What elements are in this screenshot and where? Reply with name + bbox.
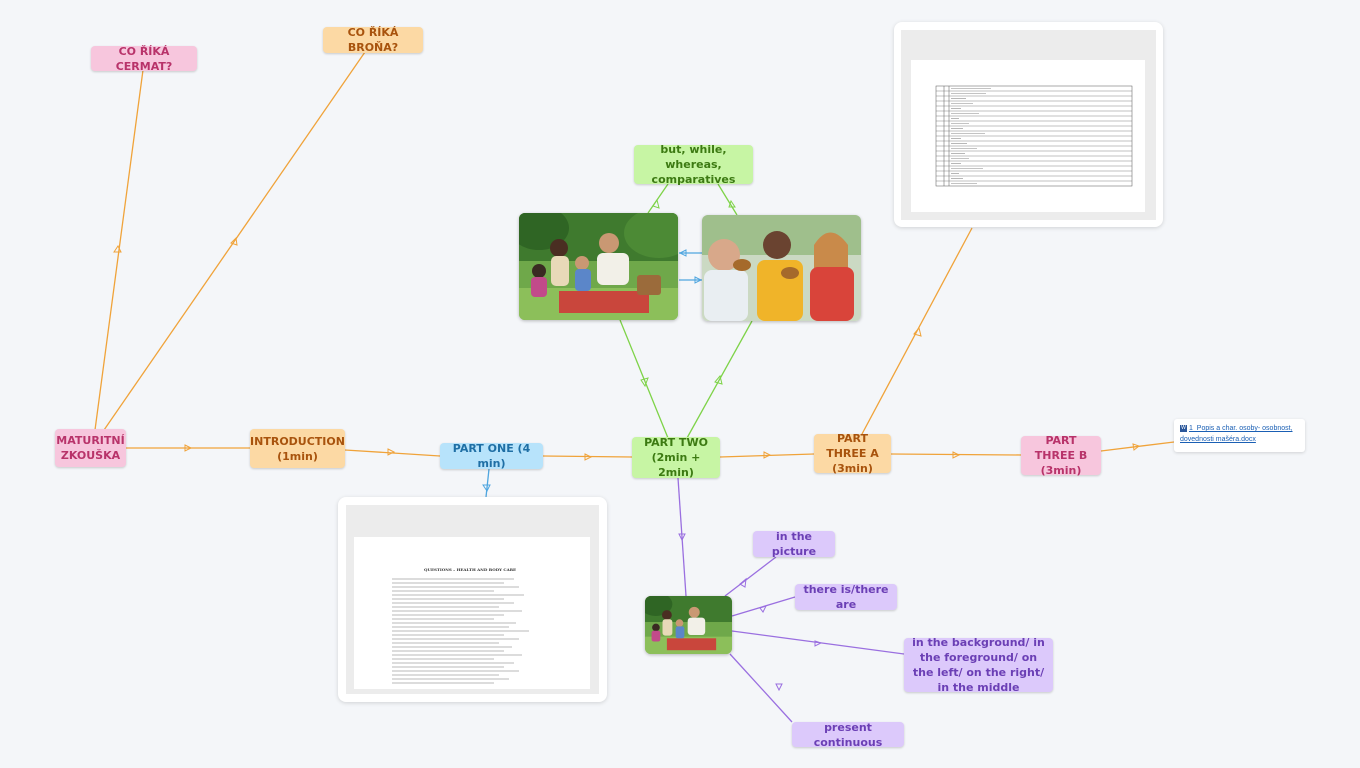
link-smallphoto-inpicture xyxy=(724,556,777,597)
questions-document-lines xyxy=(392,578,529,684)
family-picnic-illustration xyxy=(519,213,678,320)
link-partthreeb-attachment xyxy=(1100,441,1175,452)
node-part-three-b[interactable]: PART THREE B (3min) xyxy=(1021,434,1101,477)
link-parttwo-smallphoto xyxy=(677,477,687,597)
link-partthreea-partthreeb xyxy=(890,453,1022,456)
node-present-continuous[interactable]: present continuous xyxy=(792,721,904,749)
node-background-foreground[interactable]: in the background/ in the foreground/ on… xyxy=(904,636,1053,694)
questions-document-page: QUESTIONS – HEALTH AND BODY CARE xyxy=(354,537,590,689)
node-part-three-a[interactable]: PART THREE A (3min) xyxy=(814,432,891,475)
link-parttwo-photo-right xyxy=(686,320,753,439)
node-introduction[interactable]: INTRODUCTION (1min) xyxy=(250,429,345,468)
table-document-card[interactable] xyxy=(894,22,1163,227)
friends-eating-illustration xyxy=(702,215,861,321)
questions-document-card[interactable]: QUESTIONS – HEALTH AND BODY CARE xyxy=(338,497,607,702)
node-part-two[interactable]: PART TWO (2min + 2min) xyxy=(632,436,720,479)
attachment-file-label[interactable]: 1_Popis a char. osoby- osobnost, dovedno… xyxy=(1180,425,1293,443)
link-photo-left-comparatives xyxy=(647,183,669,214)
link-photo-right-comparatives xyxy=(717,183,738,216)
link-maturitni-cermat xyxy=(94,69,144,431)
friends-eating-image[interactable] xyxy=(702,215,861,321)
node-in-the-picture[interactable]: in the picture xyxy=(753,530,835,558)
table-document-grid xyxy=(935,85,1133,187)
node-co-rika-cermat[interactable]: CO ŘÍKÁ CERMAT? xyxy=(91,45,197,73)
link-partone-document xyxy=(485,468,490,498)
link-smallphoto-presentcont xyxy=(729,653,793,723)
small-family-picnic-illustration xyxy=(645,596,732,654)
node-part-one[interactable]: PART ONE (4 min) xyxy=(440,442,543,470)
small-family-picnic-image[interactable] xyxy=(645,596,732,654)
word-document-icon: W xyxy=(1180,424,1187,432)
table-document-page xyxy=(911,60,1145,212)
family-picnic-image[interactable] xyxy=(519,213,678,320)
link-maturitni-brona xyxy=(103,51,366,431)
link-partone-parttwo xyxy=(542,455,633,458)
node-comparatives[interactable]: but, while, whereas, comparatives xyxy=(634,143,753,186)
node-maturitni-zkouska[interactable]: MATURITNÍ ZKOUŠKA xyxy=(55,429,126,467)
questions-document-title: QUESTIONS – HEALTH AND BODY CARE xyxy=(424,567,517,572)
node-co-rika-brona[interactable]: CO ŘÍKÁ BROŇA? xyxy=(323,26,423,54)
link-parttwo-partthreea xyxy=(719,453,815,458)
node-there-is-there-are[interactable]: there is/there are xyxy=(795,583,897,611)
